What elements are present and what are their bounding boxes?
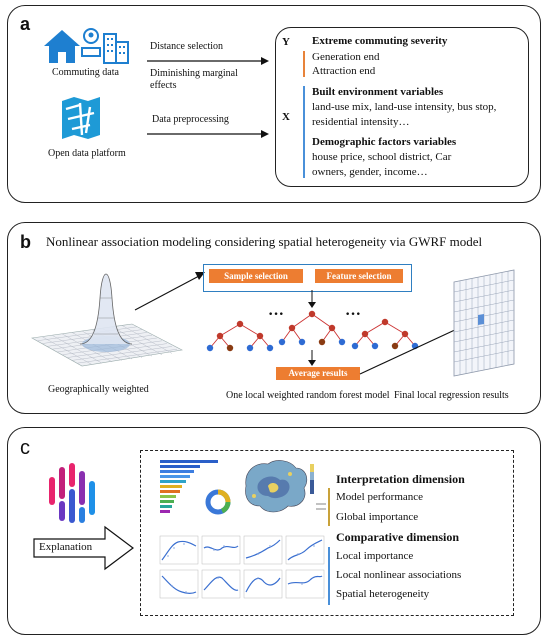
arrow-to-x	[147, 130, 269, 138]
comp-item-local-importance: Local importance	[336, 550, 414, 562]
feature-selection-text: Feature selection	[326, 271, 392, 281]
forest-dots-1: ···	[268, 306, 285, 323]
x-letter: X	[282, 111, 290, 123]
sample-selection-badge	[209, 269, 303, 283]
y-title: Extreme commuting severity	[312, 35, 448, 47]
arrow-to-y	[147, 57, 269, 65]
panel-b	[7, 222, 541, 414]
final-results-grid	[453, 269, 515, 377]
built-title: Built environment variables	[312, 86, 444, 98]
arrow-kernel-to-forest	[134, 272, 205, 311]
interp-item-global-importance: Global importance	[336, 511, 419, 523]
results-dashed-box	[140, 450, 514, 616]
feature-selection-badge	[315, 269, 403, 283]
y-item-attraction: Attraction end	[312, 65, 376, 77]
explanation-label: Explanation	[39, 541, 93, 553]
local-rf-label: One local weighted random forest model	[226, 390, 390, 401]
built-line-1: land-use mix, land-use intensity, bus st…	[312, 101, 497, 113]
variables-box	[275, 27, 529, 187]
geographic-kernel-figure	[31, 273, 183, 367]
interpretation-title: Interpretation dimension	[336, 472, 465, 486]
importance-bar-chart-thumbnail	[160, 460, 231, 515]
panel-b-letter: b	[20, 232, 31, 252]
y-letter: Y	[282, 36, 290, 48]
diminishing-text: Diminishing marginal	[150, 68, 238, 79]
comparative-accent-bar	[328, 547, 330, 605]
demo-title: Demographic factors variables	[312, 136, 457, 148]
geographically-weighted-label: Geographically weighted	[48, 384, 149, 395]
final-results-label: Final local regression results	[394, 390, 509, 401]
interp-item-model-performance: Model performance	[336, 491, 424, 503]
local-dependence-plots-thumbnail	[159, 535, 325, 599]
forest-dots-2: ···	[345, 306, 362, 323]
comparative-title: Comparative dimension	[336, 530, 459, 544]
built-line-2: residential intensity…	[312, 116, 410, 128]
random-forest-trees	[206, 290, 419, 366]
panel-b-title: Nonlinear association modeling consideri…	[46, 234, 483, 249]
demo-line-1: house price, school district, Car	[312, 151, 452, 163]
explainer-logo-icon	[49, 463, 95, 523]
comp-item-local-nonlinear: Local nonlinear associations	[336, 569, 462, 581]
comp-item-spatial-heterogeneity: Spatial heterogeneity	[336, 588, 430, 600]
spatial-map-thumbnail	[245, 460, 326, 513]
interpretation-accent-bar	[328, 488, 330, 526]
y-item-generation: Generation end	[312, 51, 380, 63]
data-preprocessing-text: Data preprocessing	[152, 114, 229, 125]
explanation-arrow	[33, 525, 134, 571]
open-data-platform-label: Open data platform	[48, 148, 126, 159]
commuting-data-label: Commuting data	[52, 67, 119, 78]
panel-c-letter: c	[20, 437, 30, 459]
commuting-data-icon	[44, 28, 129, 64]
effects-text: effects	[150, 80, 177, 91]
panel-a-letter: a	[20, 14, 31, 34]
selection-box	[203, 264, 412, 292]
y-accent-bar	[303, 51, 305, 77]
x-accent-bar	[303, 86, 305, 178]
average-results-badge	[276, 367, 360, 380]
distance-selection-text: Distance selection	[150, 41, 224, 52]
demo-line-2: owners, gender, income…	[312, 166, 428, 178]
sample-selection-text: Sample selection	[224, 271, 288, 281]
open-data-map-icon	[62, 97, 100, 139]
average-results-text: Average results	[288, 368, 348, 378]
